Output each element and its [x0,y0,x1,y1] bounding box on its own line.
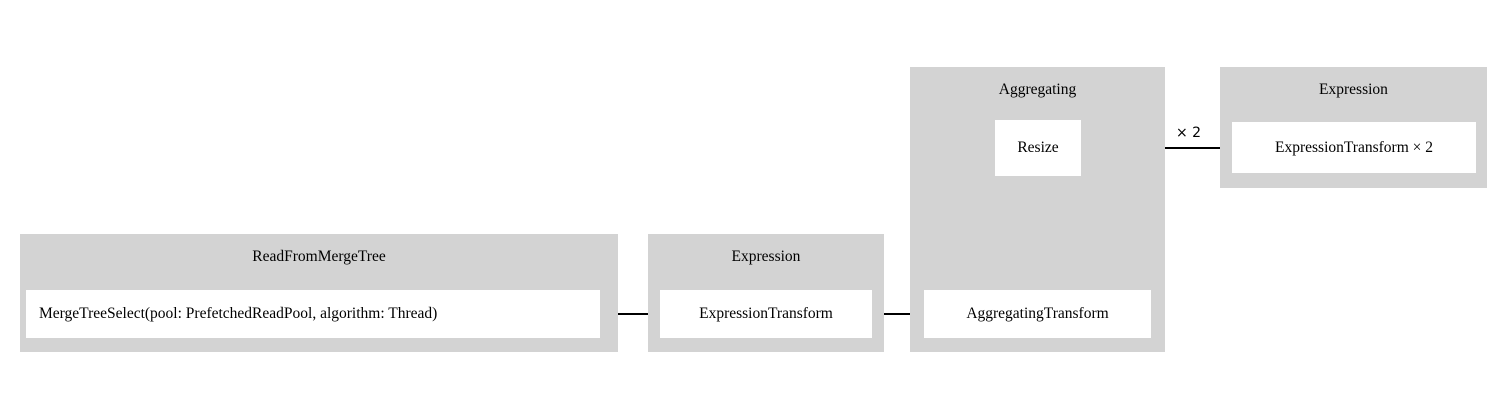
cluster-expression-1: Expression ExpressionTransform [648,234,884,352]
node-label-expression-transform-x2: ExpressionTransform × 2 [1275,138,1433,156]
node-label-expression-transform: ExpressionTransform [699,305,833,323]
node-expression-transform[interactable]: ExpressionTransform [660,290,872,338]
node-expression-transform-x2[interactable]: ExpressionTransform × 2 [1232,122,1476,173]
cluster-title-read-from-merge-tree: ReadFromMergeTree [252,248,386,265]
cluster-title-expression-1: Expression [731,248,801,265]
node-label-merge-tree-select: MergeTreeSelect(pool: PrefetchedReadPool… [39,305,438,323]
cluster-title-aggregating: Aggregating [998,81,1077,98]
node-aggregating-transform[interactable]: AggregatingTransform [924,290,1151,338]
cluster-read-from-merge-tree: ReadFromMergeTree MergeTreeSelect(pool: … [20,234,618,352]
node-label-resize: Resize [1017,139,1059,157]
cluster-aggregating: Aggregating Resize AggregatingTransform [910,67,1165,352]
cluster-expression-2: Expression ExpressionTransform × 2 [1220,67,1487,188]
node-label-aggregating-transform: AggregatingTransform [966,305,1109,323]
node-resize[interactable]: Resize [995,120,1081,176]
cluster-title-expression-2: Expression [1319,81,1388,98]
edge-label-resize-to-expression-transform-x2: × 2 [1176,125,1202,141]
node-merge-tree-select[interactable]: MergeTreeSelect(pool: PrefetchedReadPool… [26,290,600,338]
